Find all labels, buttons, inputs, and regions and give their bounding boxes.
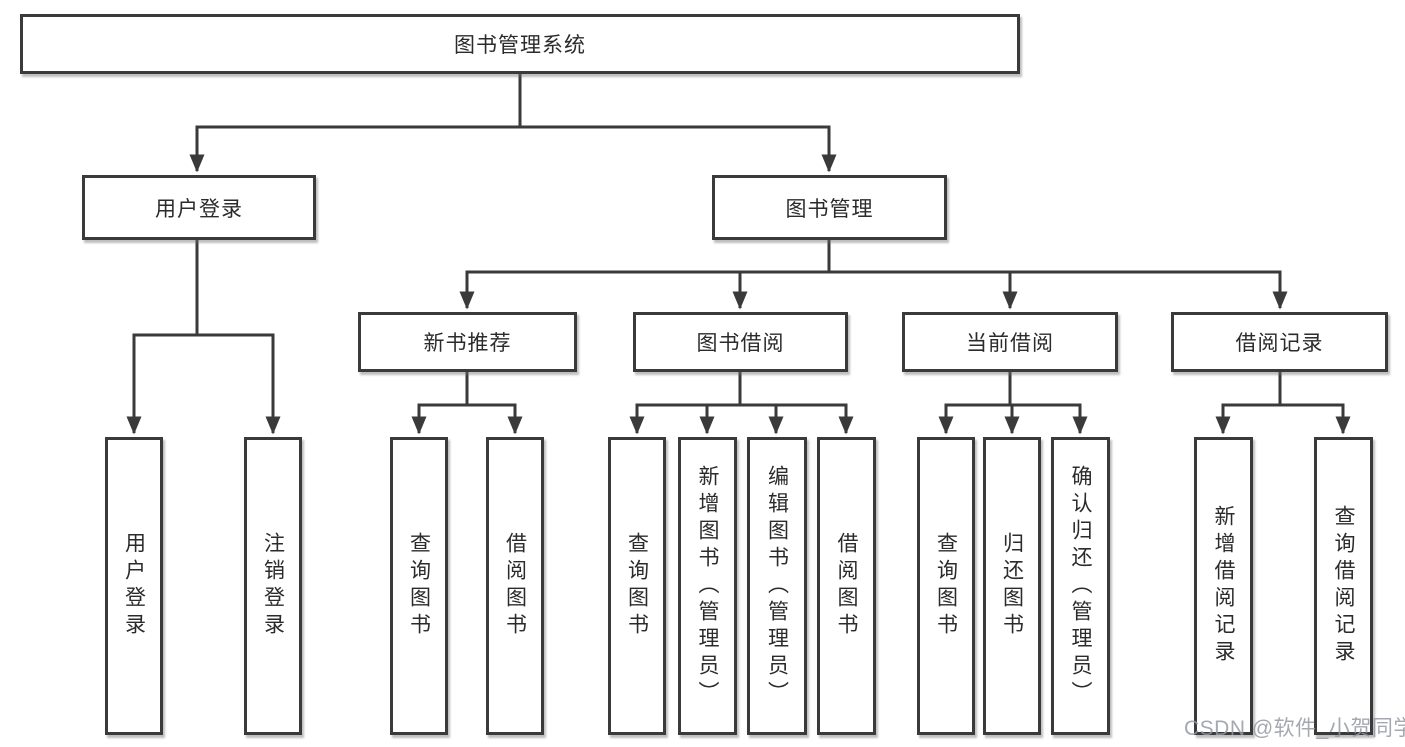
leaf-query-books-borrow: 查询图书 xyxy=(608,437,666,735)
leaf-edit-books-admin: 编辑图书（管理员） xyxy=(747,437,807,735)
leaf-return-books: 归还图书 xyxy=(983,437,1041,735)
leaf-borrow-books: 借阅图书 xyxy=(817,437,876,735)
leaf-query-books-recommend: 查询图书 xyxy=(390,437,448,735)
node-book-borrowing: 图书借阅 xyxy=(633,312,848,372)
node-user-login: 用户登录 xyxy=(82,175,316,240)
node-library-system: 图书管理系统 xyxy=(20,14,1020,74)
leaf-query-borrow-record: 查询借阅记录 xyxy=(1314,437,1373,735)
node-current-borrowing: 当前借阅 xyxy=(902,312,1118,372)
leaf-borrow-books-recommend: 借阅图书 xyxy=(486,437,544,735)
node-borrowing-records: 借阅记录 xyxy=(1171,312,1388,372)
leaf-add-books-admin: 新增图书（管理员） xyxy=(678,437,737,735)
leaf-user-login: 用户登录 xyxy=(105,437,163,735)
node-new-book-recommend: 新书推荐 xyxy=(358,312,577,372)
leaf-logout: 注销登录 xyxy=(244,437,302,735)
node-book-management: 图书管理 xyxy=(712,175,947,240)
leaf-query-books-current: 查询图书 xyxy=(917,437,975,735)
leaf-confirm-return-admin: 确认归还（管理员） xyxy=(1051,437,1110,735)
leaf-add-borrow-record: 新增借阅记录 xyxy=(1194,437,1253,735)
